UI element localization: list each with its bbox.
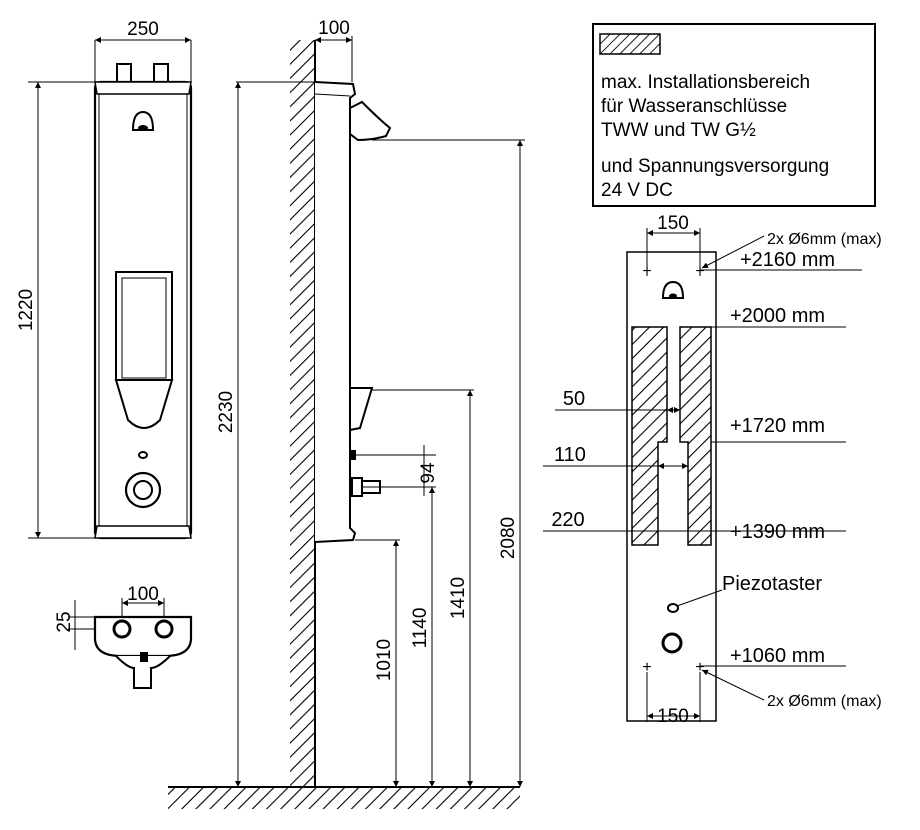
plate-mark-2160: +2160 mm — [740, 249, 835, 271]
legend-line-5: 24 V DC — [601, 180, 673, 201]
legend-line-2: für Wasseranschlüsse — [601, 96, 787, 117]
plate-width-220: 220 — [551, 509, 584, 531]
side-1010-label: 1010 — [374, 639, 395, 681]
svg-text:+: + — [695, 263, 704, 280]
plate-width-50: 50 — [563, 388, 585, 410]
svg-text:+: + — [695, 659, 704, 676]
legend-line-3: TWW und TW G½ — [601, 120, 756, 141]
hatch-swatch — [599, 33, 661, 55]
top-offset-label: 25 — [54, 611, 75, 632]
plate-bottom-holes: 2x Ø6mm (max) — [767, 693, 882, 710]
side-outlet-height-label: 2080 — [498, 517, 519, 559]
plate-width-110: 110 — [554, 444, 586, 466]
front-height-label: 1220 — [16, 289, 37, 331]
top-view: 100 25 — [54, 584, 193, 689]
side-total-height-label: 2230 — [216, 391, 237, 433]
side-1410-label: 1410 — [448, 577, 469, 619]
plate-mark-1390: +1390 mm — [730, 521, 825, 543]
side-depth-label: 100 — [318, 18, 350, 39]
piezo-button-icon — [667, 603, 679, 613]
plate-piezo-label: Piezotaster — [722, 573, 822, 595]
plate-mark-1060: +1060 mm — [730, 645, 825, 667]
legend-line-1: max. Installationsbereich — [601, 72, 810, 93]
control-knob-icon — [661, 632, 683, 654]
svg-text:+: + — [642, 659, 651, 676]
front-width-label: 250 — [127, 19, 159, 40]
side-94-label: 94 — [418, 462, 439, 484]
install-plate: 150 + + 2x Ø6mm (max) +2160 mm +2000 mm … — [543, 213, 882, 727]
side-view: 100 2230 2080 1410 1140 94 — [168, 18, 525, 809]
legend-box: max. Installationsbereich für Wasseransc… — [592, 23, 876, 207]
plate-mark-2000: +2000 mm — [730, 305, 825, 327]
plate-mark-1720: +1720 mm — [730, 415, 825, 437]
plate-top-spacing: 150 — [657, 213, 689, 234]
plate-bottom-spacing: 150 — [657, 706, 689, 727]
side-1140-label: 1140 — [410, 608, 431, 649]
legend-line-4: und Spannungsversorgung — [601, 156, 829, 177]
plate-top-holes: 2x Ø6mm (max) — [767, 231, 882, 248]
front-view: 250 1220 — [16, 19, 193, 540]
svg-text:+: + — [642, 263, 651, 280]
top-spacing-label: 100 — [127, 584, 159, 605]
